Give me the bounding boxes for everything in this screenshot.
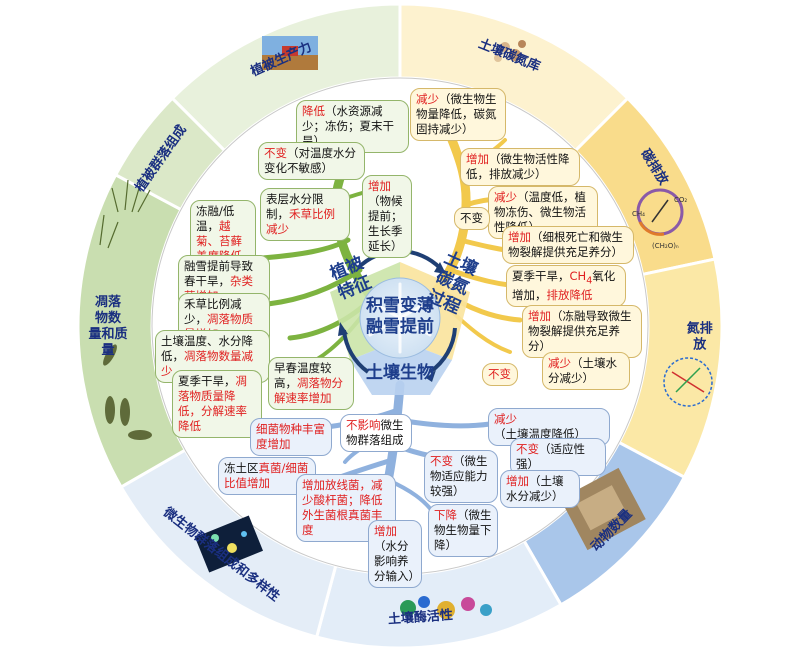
- veg-box-unchanged: 不变（对温度水分变化不敏感）: [258, 142, 365, 180]
- sector-nitrogen-emission-label: 放: [692, 336, 707, 352]
- veg-box-text: 早春温度较高，: [274, 361, 332, 390]
- ch4-label: CH: [569, 269, 587, 283]
- soil-box-em: 增加: [508, 230, 531, 244]
- center-line1: 积雪变薄: [366, 296, 434, 316]
- bio-box-em: 减少: [494, 412, 517, 426]
- soil-particles-icon: [494, 40, 526, 62]
- bio-box-actinomycetes: 增加放线菌，减少酸杆菌；降低外生菌根真菌丰度: [296, 474, 396, 542]
- sector-litter-label: 凋落: [95, 294, 122, 310]
- nitrogen-cycle-icon: [663, 357, 713, 407]
- bio-box-enzyme-increase: 增加（水分影响养分输入）: [368, 520, 422, 588]
- bio-box-em: 不变: [430, 454, 453, 468]
- soil-box-text: （冻融导致微生物裂解提供充足养分）: [528, 309, 632, 353]
- animal-soil-icon: [560, 467, 646, 551]
- soil-box-text: （土壤水分减少）: [548, 356, 617, 385]
- veg-box-text: （物候提前；生长季延长）: [368, 194, 403, 253]
- bio-box-em: 增加放线菌，减少酸杆菌；降低外生菌根真菌丰度: [302, 478, 383, 537]
- veg-box-summer-drought: 夏季干旱，凋落物质量降低，分解速率降低: [172, 370, 262, 438]
- chem-label: (CH₂O)ₙ: [652, 242, 679, 250]
- soil-box-em: 减少: [416, 92, 439, 106]
- bio-box-em: 不影响: [346, 418, 381, 432]
- veg-box-text: 冻融/低温，: [196, 204, 235, 233]
- enzyme-molecule-icon: [400, 596, 492, 619]
- arrow-heads-icon: [338, 262, 446, 382]
- soil-bio-label: 土壤生物: [366, 363, 434, 383]
- bio-box-text: （水分影响养分输入）: [374, 539, 420, 583]
- bio-box-text: 冻土区: [224, 461, 259, 475]
- soil-box-text: 氧化增加，: [512, 269, 616, 303]
- litter-leaves-icon: [103, 344, 152, 440]
- veg-box-grass-decrease: 表层水分限制，禾草比例减少: [260, 188, 350, 241]
- soil-box-text: （微生物生物量降低，碳氮固持减少）: [416, 92, 497, 136]
- veg-box-em: 增加: [368, 179, 391, 193]
- center-title: 积雪变薄 融雪提前: [355, 296, 445, 338]
- soil-box-freeze-lysis: 增加（冻融导致微生物裂解提供充足养分）: [522, 305, 642, 358]
- soil-box-unchanged-2: 不变: [482, 363, 518, 386]
- sector-nitrogen-emission-label: 氮排: [687, 320, 713, 336]
- soil-box-ch4-oxidation: 夏季干旱，CH4氧化增加，排放降低: [506, 265, 626, 308]
- bio-box-text: （适应性强）: [516, 442, 585, 471]
- field-tractor-icon: [262, 36, 318, 70]
- soil-box-em: CH4: [569, 269, 593, 287]
- soil-box-text: 夏季干旱，: [512, 269, 570, 283]
- veg-box-text: 融雪提前导致春干旱，: [184, 259, 253, 288]
- soil-box-text: （细根死亡和微生物裂解提供充足养分）: [508, 230, 623, 259]
- carbon-cycle-icon: [636, 188, 684, 236]
- bio-box-em: 增加: [374, 524, 397, 538]
- soil-bio-zone: [350, 340, 452, 395]
- bio-box-text: （微生物适应能力较强）: [430, 454, 488, 498]
- soil-box-root-death: 增加（细根死亡和微生物裂解提供充足养分）: [502, 226, 634, 264]
- soil-box-em: 增加: [466, 152, 489, 166]
- veg-box-early-spring: 早春温度较高，凋落物分解速率增加: [268, 357, 354, 410]
- veg-box-em: 凋落物数量减少: [161, 349, 253, 378]
- soil-box-em: 减少: [548, 356, 571, 370]
- sector-enzyme-label: 土壤酶活性: [387, 607, 453, 627]
- bio-box-text: （土壤水分减少）: [506, 474, 564, 503]
- soil-box-em: 增加: [528, 309, 551, 323]
- veg-box-text: （对温度水分变化不敏感）: [264, 146, 356, 175]
- bio-box-em: 下降: [434, 508, 457, 522]
- veg-box-em: 凋落物分解速率增加: [274, 376, 343, 405]
- veg-box-em: 禾草比例减少: [266, 207, 335, 236]
- veg-box-text: 表层水分限制，: [266, 192, 324, 221]
- bio-box-animal-increase: 增加（土壤水分减少）: [500, 470, 580, 508]
- grass-plants-icon: [99, 179, 151, 249]
- bio-box-enzyme-decrease: 下降（微生物生物量下降）: [428, 504, 498, 557]
- bio-box-animal-unchanged: 不变（适应性强）: [510, 438, 606, 476]
- chem-label: CH₄: [632, 210, 645, 218]
- sector-litter-label: 量: [101, 343, 114, 358]
- soil-box-moisture-decrease: 减少（土壤水分减少）: [542, 352, 630, 390]
- veg-box-text: 禾草比例减少，: [184, 297, 242, 326]
- bio-box-em: 真菌/细菌比值增加: [224, 461, 309, 490]
- bio-box-text: （土壤温度降低）: [494, 427, 586, 441]
- microbe-image-icon: [194, 515, 264, 573]
- veg-box-em: 降低: [302, 104, 325, 118]
- ch4-subscript: 4: [586, 275, 593, 287]
- veg-box-text: 夏季干旱，: [178, 374, 236, 388]
- soil-box-activity-increase: 增加（微生物活性降低，排放减少）: [460, 148, 580, 186]
- sector-litter-label: 量和质: [88, 326, 127, 342]
- soil-box-em: 排放降低: [546, 288, 593, 303]
- bio-box-bacteria-richness: 细菌物种丰富度增加: [250, 418, 332, 456]
- bio-box-em: 不变: [516, 442, 539, 456]
- bio-box-em: 细菌物种丰富度增加: [256, 422, 325, 451]
- snowflake-glyph-icon: [368, 282, 432, 354]
- veg-box-em: 不变: [264, 146, 287, 160]
- soil-box-text: （微生物活性降低，排放减少）: [466, 152, 570, 181]
- center-line2: 融雪提前: [366, 317, 434, 337]
- soil-box-em: 减少: [494, 190, 517, 204]
- veg-box-phenology: 增加（物候提前；生长季延长）: [362, 175, 412, 258]
- bio-box-text: 微生物群落组成: [346, 418, 404, 447]
- bio-box-no-effect: 不影响微生物群落组成: [340, 414, 412, 452]
- sector-litter-label: 物数: [95, 310, 122, 326]
- bio-box-text: （微生物生物量下降）: [434, 508, 492, 552]
- soil-box-pool-decrease: 减少（微生物生物量降低，碳氮固持减少）: [410, 88, 506, 141]
- bio-box-em: 增加: [506, 474, 529, 488]
- soil-box-unchanged: 不变: [454, 207, 490, 230]
- veg-box-text: 土壤温度、水分降低，: [161, 334, 253, 363]
- veg-box-em: 凋落物质量降低，分解速率降低: [178, 374, 247, 433]
- chem-label: CO₂: [674, 196, 687, 204]
- bio-box-enzyme-unchanged: 不变（微生物适应能力较强）: [424, 450, 498, 503]
